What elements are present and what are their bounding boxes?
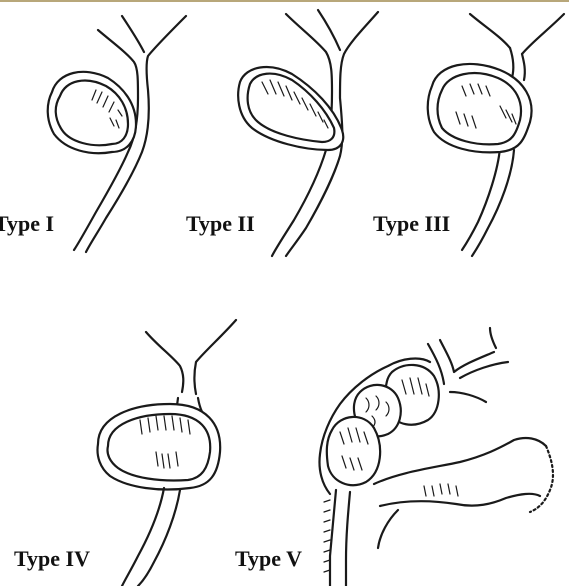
type3-duct-top-right [522,54,525,80]
type2-hepatic-branch [318,10,340,50]
type3-duct-top-left [510,48,513,78]
type5-pancreatic-branch [378,510,398,548]
type4-cyst-outer [98,404,221,490]
type4-label: Type IV [14,548,90,570]
type4-left-hepatic [146,332,183,392]
type3-duct-bottom-left [462,148,500,250]
type5-label: Type V [235,548,302,570]
type5-pancreatic-upper [374,438,546,484]
type3-label: Type III [373,213,450,235]
type3-hepatic-branch-left [470,14,510,48]
type4-distal-duct-left [122,488,164,586]
type5-branch-5 [490,328,496,348]
type1-hepatic-branch [122,16,144,52]
type5-branch-4 [450,392,486,402]
type3-cyst-outer [428,64,532,152]
type5-common-duct-left [330,490,336,586]
type3-hepatic-branch-right [522,14,564,54]
type3-duct-bottom-right [472,150,514,256]
type4-diagram [98,320,237,586]
type1-diagram [48,16,186,252]
type5-pancreatic-hatching [424,484,458,496]
type5-cyst-lower [327,417,380,485]
type4-right-hepatic [195,320,237,394]
type5-duodenum-edge [530,446,553,512]
type5-diagram [319,328,552,586]
type1-label: Type I [0,213,54,235]
type5-common-duct-right [346,492,350,586]
type5-pancreatic-lower [380,494,540,506]
type2-label: Type II [186,213,255,235]
type2-diagram [238,10,378,256]
